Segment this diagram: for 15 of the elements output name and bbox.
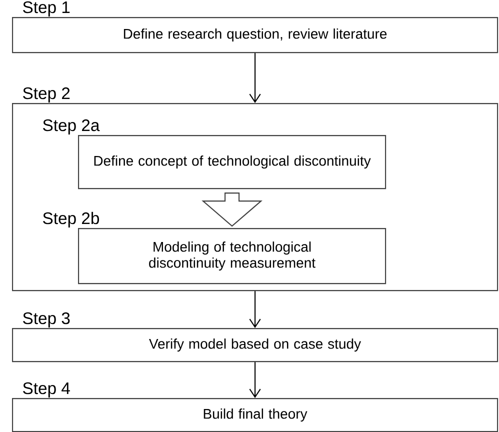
arrow bbox=[249, 53, 261, 103]
process-box: Build final theory bbox=[12, 398, 498, 432]
step-heading: Step 4 bbox=[23, 382, 70, 398]
step-heading: Step 2b bbox=[43, 212, 99, 228]
process-box: Define research question, review literature bbox=[12, 17, 498, 54]
arrow bbox=[249, 362, 261, 398]
arrow bbox=[202, 192, 262, 227]
arrow bbox=[249, 291, 261, 328]
step-heading: Step 2a bbox=[43, 119, 100, 134]
process-box: Define concept of technological discontinuity bbox=[78, 135, 386, 190]
step-heading: Step 3 bbox=[23, 312, 70, 328]
step-heading: Step 1 bbox=[23, 1, 70, 16]
process-box: Verify model based on case study bbox=[12, 328, 498, 362]
process-box: Modeling of technological discontinuity measurement bbox=[78, 228, 386, 284]
step-heading: Step 2 bbox=[23, 87, 70, 102]
